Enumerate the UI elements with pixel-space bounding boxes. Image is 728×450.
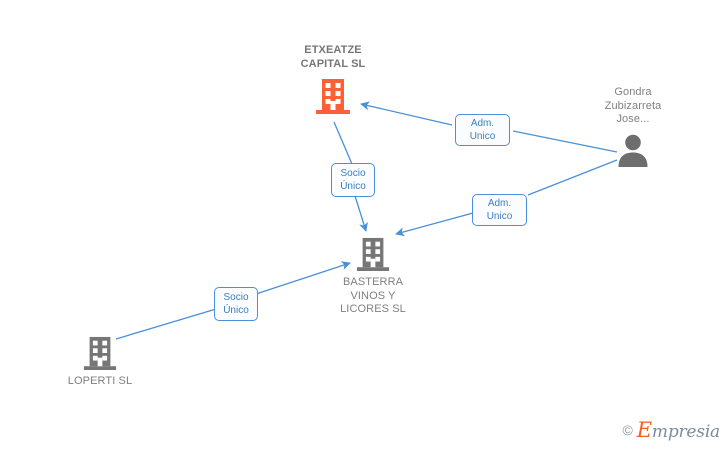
relation-label-socio-unico-loperti-basterra[interactable]: Socio Único [214,287,258,321]
node-basterra-icon-wrap [313,236,433,272]
person-icon [618,134,648,167]
node-gondra-icon-wrap [578,133,688,167]
empresia-logo-initial: E [636,418,652,442]
node-etxeatze-icon-wrap [273,77,393,115]
node-loperti[interactable]: LOPERTI SL [43,335,157,389]
copyright-icon: © [622,422,633,438]
edge-gondra-to-basterra-head [395,212,474,237]
relation-line-1: Socio [223,292,249,303]
building-icon [83,336,117,370]
relation-line-2: Unico [486,211,513,222]
relation-label-socio-unico-etxeatze-basterra[interactable]: Socio Único [331,163,375,197]
edge-etxeatze-to-basterra-head [354,195,368,232]
watermark: © Empresia [622,418,720,442]
node-etxeatze[interactable]: ETXEATZE CAPITAL SL [273,44,393,115]
relation-label-adm-unico-basterra[interactable]: Adm. Unico [472,194,527,226]
node-loperti-icon-wrap [43,335,157,371]
node-loperti-label: LOPERTI SL [67,375,133,387]
relation-line-2: Único [223,305,249,316]
empresia-logo: Empresia [637,418,720,442]
node-basterra[interactable]: BASTERRA VINOS Y LICORES SL [313,236,433,317]
edge-gondra-to-basterra [527,159,618,196]
edge-etxeatze-to-basterra [333,121,353,165]
node-etxeatze-label: ETXEATZE CAPITAL SL [300,44,366,70]
building-icon [356,237,390,271]
relation-line-2: Unico [469,131,496,142]
relation-line-1: Adm. [470,118,495,129]
node-gondra[interactable]: Gondra Zubizarreta Jose... [578,86,688,167]
edge-loperti-to-basterra [115,308,217,340]
empresia-logo-text: mpresia [651,422,720,442]
edge-loperti-to-basterra-head [255,261,351,295]
relation-line-1: Socio [340,168,366,179]
relation-line-1: Adm. [487,198,512,209]
node-basterra-label: BASTERRA VINOS Y LICORES SL [340,276,406,315]
relation-line-2: Único [340,181,366,192]
edge-gondra-to-etxeatze-head [360,101,453,126]
node-gondra-label: Gondra Zubizarreta Jose... [604,86,662,125]
building-icon [316,79,350,114]
relation-label-adm-unico-etxeatze[interactable]: Adm. Unico [455,114,510,146]
edge-gondra-to-etxeatze [512,130,618,153]
